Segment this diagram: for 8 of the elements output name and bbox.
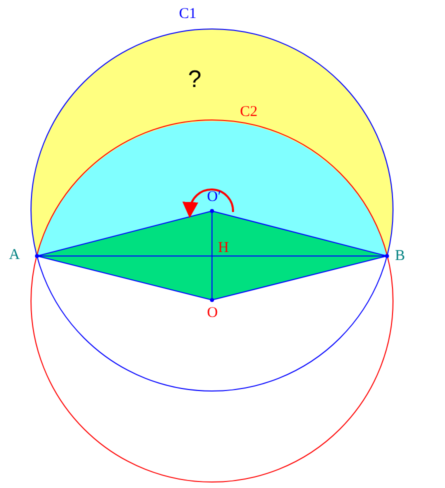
question-mark: ?: [188, 68, 202, 92]
point-label: B: [395, 248, 406, 264]
circle-label: C2: [240, 104, 258, 120]
point-label: H: [218, 240, 229, 256]
circle-label: C1: [179, 6, 197, 22]
point-label: O: [207, 305, 218, 321]
point-label: O′: [207, 189, 222, 205]
point-label: A: [9, 247, 20, 263]
